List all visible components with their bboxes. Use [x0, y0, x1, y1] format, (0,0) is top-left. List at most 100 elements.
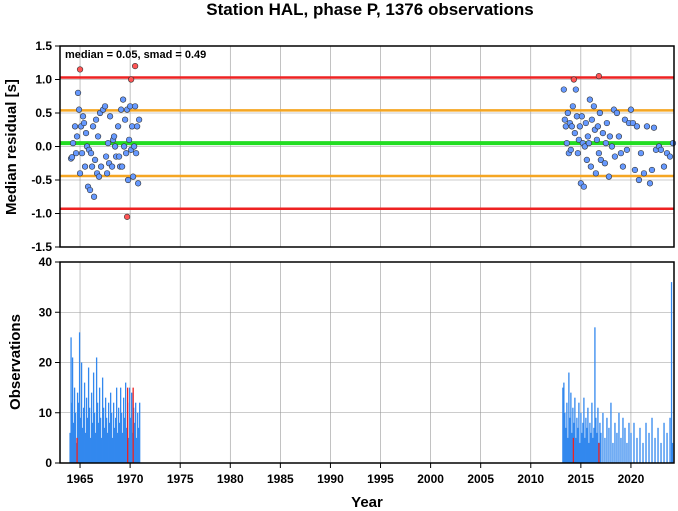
top-y-tick-label: -1.0 [31, 207, 52, 221]
residual-point [561, 116, 568, 123]
observation-bar [586, 427, 588, 463]
observation-bar [91, 422, 94, 463]
observation-bar [125, 382, 127, 463]
residual-point [97, 163, 105, 170]
residual-point [132, 103, 139, 110]
observation-bar [71, 357, 74, 463]
observation-bar [581, 432, 583, 463]
observation-bar [578, 402, 580, 463]
observation-bar [565, 427, 567, 463]
residual-point [582, 119, 589, 127]
residual-point [568, 123, 575, 130]
observation-bar [130, 417, 132, 463]
observation-bar [95, 357, 98, 463]
observation-bar [79, 417, 82, 463]
residual-point [605, 173, 612, 180]
residual-point [596, 109, 603, 117]
observation-bar [606, 417, 608, 463]
observation-bar [110, 412, 113, 463]
residual-point [106, 113, 114, 120]
observation-bar [123, 397, 125, 463]
x-tick-label: 1995 [367, 472, 394, 486]
observation-bar [134, 422, 136, 463]
x-tick-label: 2015 [567, 472, 594, 486]
residual-point [595, 150, 602, 157]
top-y-tick-label: -1.5 [31, 240, 52, 254]
observation-bar [84, 432, 87, 463]
residual-point [87, 150, 95, 157]
bottom-bars [69, 282, 674, 463]
observation-bar [584, 437, 586, 463]
residual-point [114, 123, 122, 130]
observation-bar [602, 412, 604, 463]
residual-point [592, 170, 599, 177]
observation-bar [604, 437, 606, 463]
top-y-tick-label: 0.5 [35, 106, 52, 120]
observation-bar [575, 437, 577, 463]
residual-point [102, 153, 110, 160]
residual-point [669, 140, 677, 147]
residual-point [603, 119, 610, 127]
observation-bar [582, 422, 584, 463]
residual-point [104, 140, 112, 147]
bottom-y-tick-label: 20 [39, 356, 53, 370]
residual-point [581, 143, 588, 150]
observation-bar [117, 407, 120, 463]
observation-bar [660, 442, 662, 463]
observation-bar [122, 432, 124, 463]
residual-point [117, 106, 125, 113]
top-data-points [67, 62, 677, 220]
observation-bar [139, 402, 141, 463]
observation-bar [128, 437, 130, 463]
observation-bar [94, 432, 97, 463]
observation-bar [80, 362, 83, 463]
bottom-y-tick-label: 40 [39, 255, 53, 269]
observation-bar [101, 377, 104, 463]
observation-bar [109, 392, 112, 463]
observation-bar [107, 402, 110, 463]
observation-bar [589, 422, 591, 463]
observation-bar [135, 402, 137, 463]
observation-bar [663, 422, 665, 463]
observation-bar [136, 437, 138, 463]
observation-bar [118, 422, 121, 463]
observation-bar [594, 327, 596, 463]
observation-bar [90, 392, 93, 463]
observation-bar [96, 402, 99, 463]
residual-point [108, 163, 116, 170]
top-y-axis-label: Median residual [s] [3, 79, 20, 215]
observation-bar [70, 337, 72, 463]
residual-point [564, 109, 571, 117]
observation-bar [576, 417, 578, 463]
top-y-tick-label: 1.0 [35, 73, 52, 87]
residual-point [122, 116, 129, 123]
outlier-point [76, 66, 84, 73]
observation-bar [566, 402, 568, 463]
observation-bar [124, 417, 126, 463]
observation-bar [639, 427, 641, 463]
residual-point [648, 166, 656, 174]
residual-point [79, 113, 87, 120]
residual-point [650, 124, 658, 131]
observation-bar [671, 442, 674, 463]
chart-title: Station HAL, phase P, 1376 observations [206, 0, 534, 19]
observation-bar [618, 412, 620, 463]
observation-bar [93, 412, 96, 463]
observation-bar [577, 427, 579, 463]
residual-point [635, 176, 643, 184]
residual-point [613, 109, 621, 117]
outlier-bar [132, 387, 134, 463]
top-y-tick-label: 1.5 [35, 39, 52, 53]
residual-point [81, 163, 89, 170]
observation-bar [593, 427, 595, 463]
residual-point [606, 133, 613, 140]
observation-bar [636, 437, 638, 463]
observation-bar [129, 387, 131, 463]
residual-point [621, 116, 629, 123]
residual-point [584, 133, 591, 140]
observation-bar [113, 427, 116, 463]
residual-point [660, 163, 668, 170]
observation-bar [564, 412, 566, 463]
residual-point [71, 123, 79, 130]
